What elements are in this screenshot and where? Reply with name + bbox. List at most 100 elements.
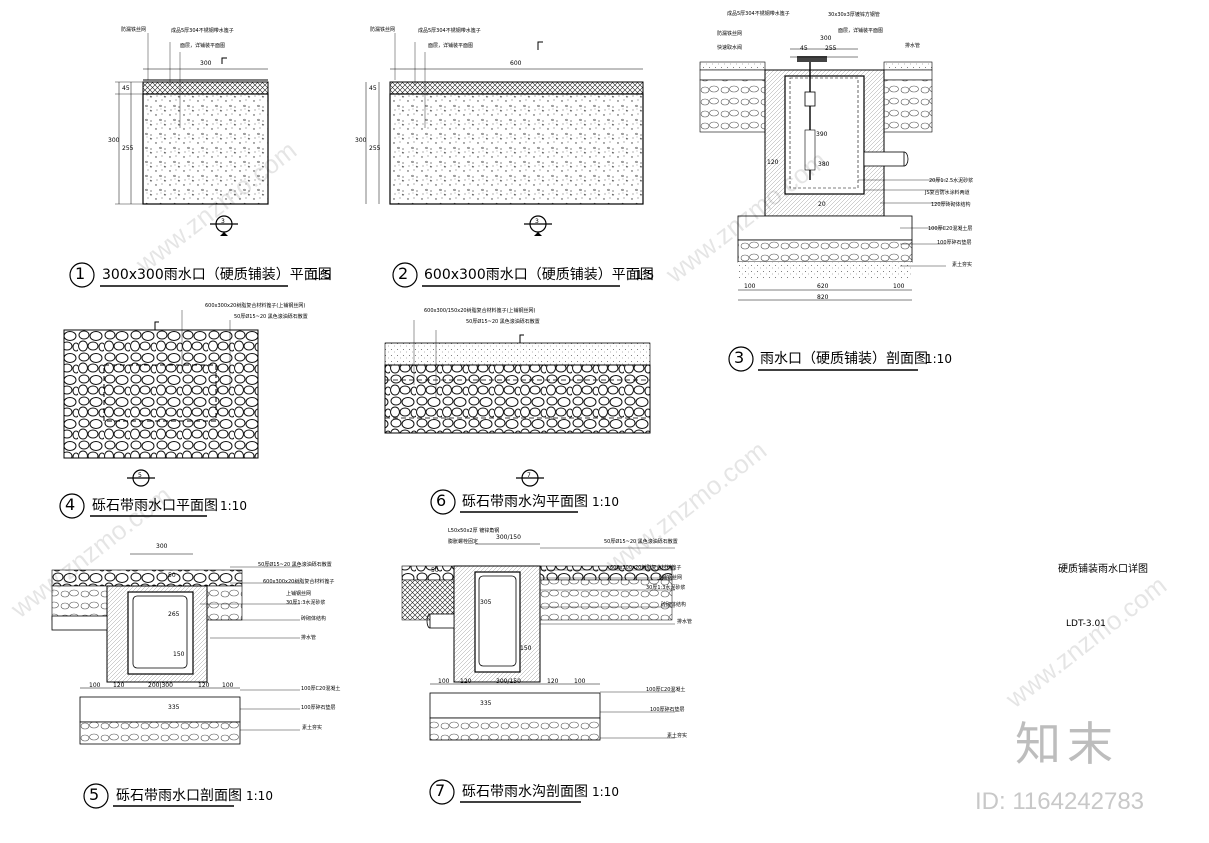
dimension: 100 <box>893 283 905 290</box>
section-mark-label: 3 <box>221 218 225 225</box>
dimension: 300 <box>200 60 212 67</box>
dimension: 380 <box>818 161 830 168</box>
dimension: 300/150 <box>496 678 521 685</box>
dimension: 300 <box>108 137 120 144</box>
annotation: JS复合防水涂料两道 <box>925 190 970 196</box>
dimension: 100 <box>222 682 234 689</box>
annotation: 30厚1:3水泥砂浆 <box>646 585 686 591</box>
annotation: 排水管 <box>905 43 921 49</box>
dimension: 45 <box>122 85 130 92</box>
dimension: 300 <box>156 543 168 550</box>
section-mark-label: 5 <box>138 472 142 479</box>
drawing-number: 1 <box>75 264 86 283</box>
dimension: 265 <box>168 611 180 618</box>
dimension: 120 <box>460 678 472 685</box>
annotation: 100厚C20混凝土 <box>301 686 341 692</box>
drawing-scale: 1:10 <box>220 499 247 513</box>
annotation: 50厚Ø15~20 黑色滚油砾石散置 <box>604 539 678 545</box>
annotation: 600x300x20树脂复合材料篦子 <box>610 565 682 571</box>
annotation: 面层，详铺装平面图 <box>180 43 226 49</box>
annotation: 素土夯实 <box>302 725 323 731</box>
annotation: 快速取水阀 <box>717 45 743 51</box>
section-5-gravel-inlet <box>51 553 300 745</box>
dimension: 120 <box>767 159 779 166</box>
annotation: 20厚1:2.5水泥砂浆 <box>929 178 974 184</box>
section-mark-label: 3 <box>535 218 539 225</box>
annotation: 上铺钢丝网 <box>657 575 683 581</box>
drawing-scale: 1:10 <box>592 495 619 509</box>
section-mark-label: 7 <box>527 472 531 479</box>
annotation: 排水管 <box>301 635 317 641</box>
drawing-title: 砾石带雨水口剖面图 <box>116 788 242 804</box>
dimension: 200|300 <box>148 682 173 689</box>
section-3-rain-inlet <box>699 48 946 301</box>
plan-1-300x300-grate <box>115 33 269 236</box>
drawing-title: 300x300雨水口（硬质铺装）平面图 <box>102 267 332 283</box>
dimension: 50 <box>168 572 176 579</box>
annotation: 600x300x20树脂复合材料篦子 <box>263 579 335 585</box>
annotation: 面层，详铺装平面图 <box>428 43 474 49</box>
section-7-gravel-trench <box>401 543 675 741</box>
dimension: 100 <box>574 678 586 685</box>
dimension: 300/150 <box>496 534 521 541</box>
drawing-number: 3 <box>734 348 745 367</box>
drawing-title: 600x300雨水口（硬质铺装）平面图 <box>424 267 654 283</box>
drawing-number: 6 <box>436 491 447 510</box>
drawing-scale: 1:5 <box>635 268 655 282</box>
dimension: 50 <box>431 567 439 574</box>
drawing-scale: 1:10 <box>246 789 273 803</box>
dimension: 150 <box>520 645 532 652</box>
annotation: 防漏铁丝网 <box>717 31 743 37</box>
dimension: 305 <box>480 599 492 606</box>
drawing-scale: 1:10 <box>925 352 952 366</box>
dimension: 335 <box>480 700 492 707</box>
drawing-title: 砾石带雨水沟平面图 <box>462 494 588 510</box>
plan-6-gravel-trench <box>384 320 651 487</box>
dimension: 20 <box>818 201 826 208</box>
annotation: 100厚C20混凝土 <box>646 687 686 693</box>
annotation: 防漏铁丝网 <box>121 27 147 33</box>
annotation: 120厚砖砌体结构 <box>931 202 971 208</box>
dimension: 300 <box>355 137 367 144</box>
watermark-logo: 知末 <box>1015 717 1119 771</box>
annotation: 砖砌体结构 <box>661 602 687 608</box>
annotation: 成品5厚304不锈钢带水篦子 <box>171 28 234 34</box>
dimension: 120 <box>547 678 559 685</box>
dimension: 45 <box>369 85 377 92</box>
dimension: 335 <box>168 704 180 711</box>
drawing-scale: 1:10 <box>592 785 619 799</box>
drawing-title: 砾石带雨水口平面图 <box>92 498 218 514</box>
annotation: 50厚Ø15~20 黑色滚油砾石散置 <box>466 319 540 325</box>
plan-2-600x300-grate <box>365 33 644 236</box>
plan-4-gravel-inlet <box>63 310 259 487</box>
annotation: 50厚Ø15~20 黑色滚油砾石散置 <box>258 562 332 568</box>
dimension: 120 <box>198 682 210 689</box>
annotation: 素土夯实 <box>952 262 973 268</box>
annotation: 30厚1:3水泥砂浆 <box>286 600 326 606</box>
annotation: 100厚碎石垫层 <box>937 240 972 246</box>
annotation: L50x50x2厚 镀锌角钢 <box>448 528 500 534</box>
annotation: 30x30x3厚镀锌方钢管 <box>828 12 880 18</box>
annotation: 膨胀螺栓固定 <box>448 539 479 545</box>
annotation: 600x300/150x20树脂复合材料篦子(上铺钢丝网) <box>424 308 536 314</box>
dimension: 100 <box>89 682 101 689</box>
annotation: 成品5厚304不锈钢带水篦子 <box>418 28 481 34</box>
annotation: 成品5厚304不锈钢带水篦子 <box>727 11 790 17</box>
drawing-number: 2 <box>398 264 409 283</box>
annotation: 面层，详铺装平面图 <box>838 28 884 34</box>
annotation: 100厚碎石垫层 <box>650 707 685 713</box>
annotation: 排水管 <box>677 619 693 625</box>
dimension: 620 <box>817 283 829 290</box>
dimension: 390 <box>816 131 828 138</box>
sheet-number: LDT-3.01 <box>1066 619 1106 629</box>
drawing-number: 7 <box>435 781 446 800</box>
drawing-title: 雨水口（硬质铺装）剖面图 <box>760 351 928 367</box>
dimension: 100 <box>744 283 756 290</box>
annotation: 上铺钢丝网 <box>286 591 312 597</box>
dimension: 255 <box>122 145 134 152</box>
annotation: 100厚碎石垫层 <box>301 705 336 711</box>
sheet-title: 硬质铺装雨水口详图 <box>1058 564 1148 575</box>
annotation: 600x300x20树脂复合材料篦子(上铺钢丝网) <box>205 303 306 309</box>
